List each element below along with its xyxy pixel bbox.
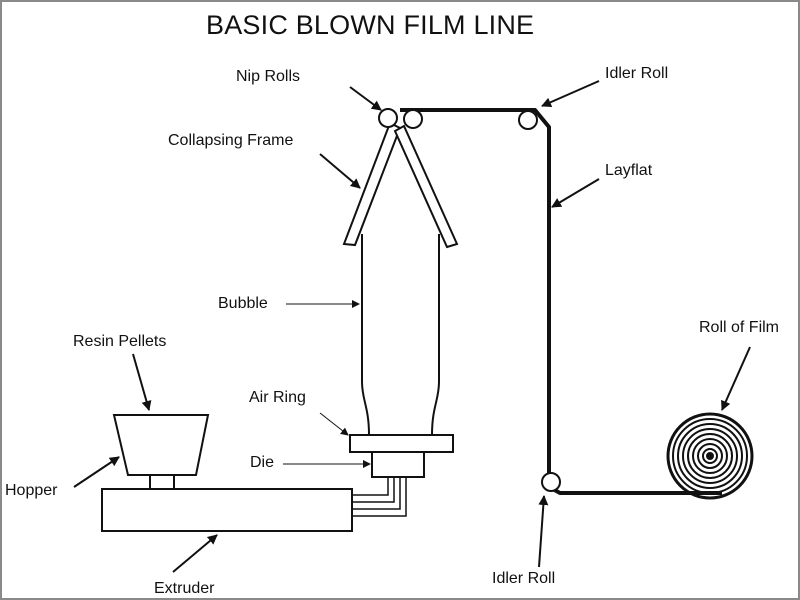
label-hopper: Hopper [5,482,58,499]
arrow-hopper [73,456,120,488]
arrow-collapsing-frame [319,153,361,189]
label-collapsing-frame: Collapsing Frame [168,132,294,149]
label-layflat: Layflat [605,162,653,179]
label-idler-roll-top: Idler Roll [605,65,669,82]
arrow-extruder [172,534,218,573]
label-idler-roll-bottom: Idler Roll [492,570,556,587]
label-resin-pellets: Resin Pellets [73,333,167,350]
collapsing-frame-shape [342,121,459,249]
arrow-nip-rolls [349,86,382,111]
label-extruder: Extruder [154,580,215,597]
air-ring-block [349,434,454,453]
roll-of-film-shape [666,412,754,500]
arrow-idler-roll-top [541,80,600,107]
die-block [371,451,425,478]
bubble-outline [361,234,440,436]
diagram-title: BASIC BLOWN FILM LINE [206,10,535,40]
arrow-idler-roll-bottom [538,495,549,568]
label-die: Die [250,454,275,471]
hopper-shape [112,414,210,490]
layflat-film-path [400,108,722,495]
idler-roll-bottom-shape [541,472,561,492]
arrow-layflat [551,178,600,208]
arrow-roll-of-film [721,346,751,411]
arrow-resin-pellets [132,353,152,411]
idler-roll-top-shape [518,110,538,130]
label-air-ring: Air Ring [249,389,306,406]
label-bubble: Bubble [218,295,268,312]
extruder-body [101,488,353,532]
label-roll-of-film: Roll of Film [699,319,780,336]
feed-pipes [352,477,407,517]
nip-rolls-shape [378,108,423,129]
label-nip-rolls: Nip Rolls [236,68,301,85]
arrow-air-ring [319,412,349,436]
